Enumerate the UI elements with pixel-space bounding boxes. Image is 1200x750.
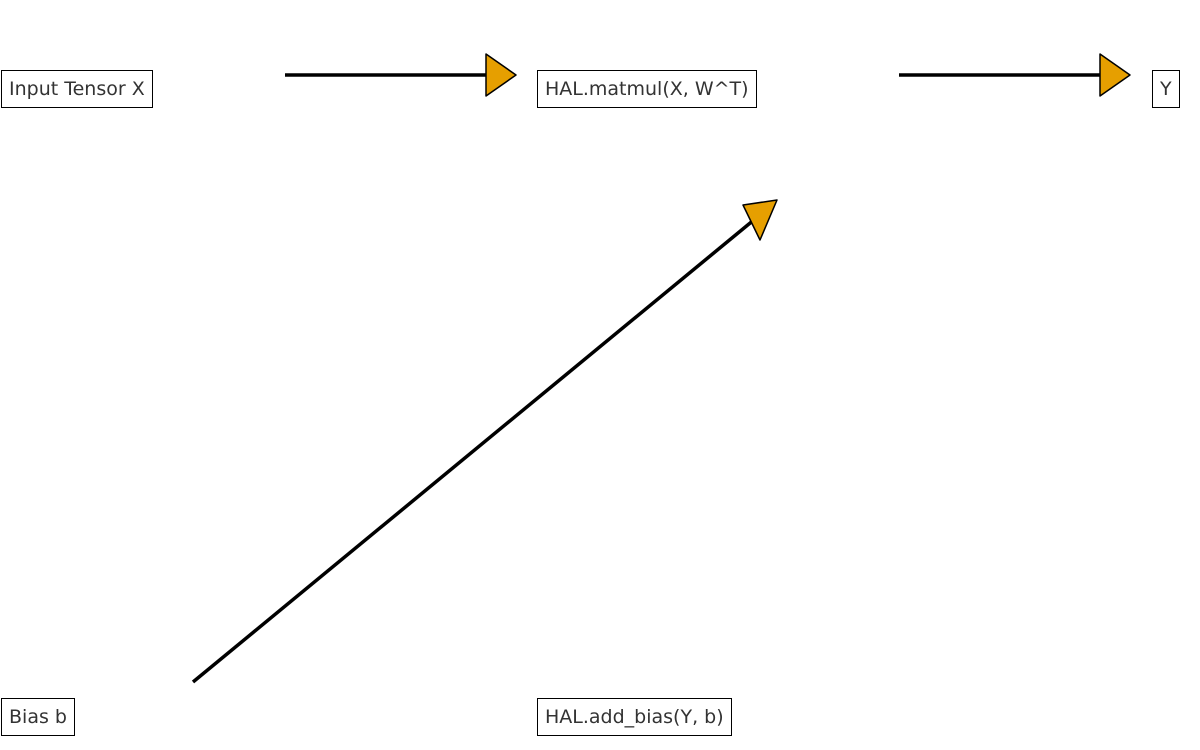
arrow-matmul-to-output — [899, 53, 1131, 97]
node-output-y: Y — [1152, 70, 1180, 108]
arrow-bias-to-matmul-head — [742, 199, 778, 241]
node-input-tensor-x: Input Tensor X — [1, 70, 153, 108]
arrow-input-to-matmul-head — [485, 53, 517, 97]
arrow-matmul-to-output-head — [1099, 53, 1131, 97]
arrow-bias-to-matmul — [191, 199, 778, 684]
node-hal-matmul: HAL.matmul(X, W^T) — [537, 70, 757, 108]
node-bias-b: Bias b — [1, 698, 75, 736]
node-hal-add-bias: HAL.add_bias(Y, b) — [537, 698, 732, 736]
arrow-input-to-matmul — [285, 53, 517, 97]
arrow-bias-to-matmul-line — [191, 217, 757, 684]
